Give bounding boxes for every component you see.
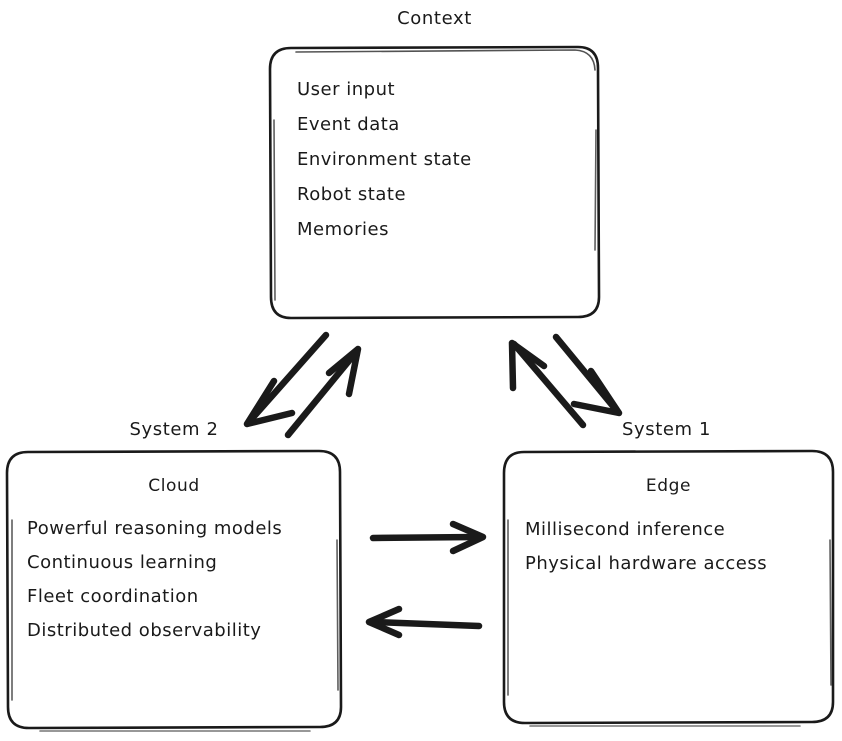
system2-node-label: System 2 bbox=[129, 419, 219, 440]
list-item: Event data bbox=[297, 114, 400, 135]
context-item-list: User input Event data Environment state … bbox=[297, 79, 472, 254]
list-item: Fleet coordination bbox=[27, 586, 199, 607]
list-item: Physical hardware access bbox=[525, 553, 768, 574]
arrow-context-to-edge bbox=[552, 333, 623, 417]
list-item: Distributed observability bbox=[27, 620, 262, 641]
arrow-edge-to-context bbox=[508, 339, 587, 429]
list-item: Millisecond inference bbox=[525, 519, 726, 540]
edge-box-title: Edge bbox=[645, 476, 692, 496]
edge-box[interactable]: Edge Millisecond inference Physical hard… bbox=[499, 447, 838, 727]
arrow-edge-to-cloud bbox=[365, 605, 483, 639]
list-item: User input bbox=[297, 79, 396, 100]
context-node-label: Context bbox=[397, 8, 472, 29]
list-item: Memories bbox=[297, 219, 390, 240]
cloud-item-list: Powerful reasoning models Continuous lea… bbox=[27, 518, 282, 654]
system1-node-label: System 1 bbox=[621, 419, 712, 440]
list-item: Robot state bbox=[297, 184, 407, 205]
list-item: Powerful reasoning models bbox=[27, 518, 283, 539]
list-item: Environment state bbox=[297, 149, 472, 170]
arrow-cloud-to-edge bbox=[369, 520, 487, 555]
context-box[interactable]: User input Event data Environment state … bbox=[266, 43, 603, 322]
edge-item-list: Millisecond inference Physical hardware … bbox=[525, 519, 767, 587]
cloud-box-title: Cloud bbox=[148, 476, 200, 496]
cloud-box[interactable]: Cloud Powerful reasoning models Continuo… bbox=[3, 447, 345, 732]
list-item: Continuous learning bbox=[27, 552, 218, 573]
arrow-context-to-cloud bbox=[243, 331, 330, 428]
